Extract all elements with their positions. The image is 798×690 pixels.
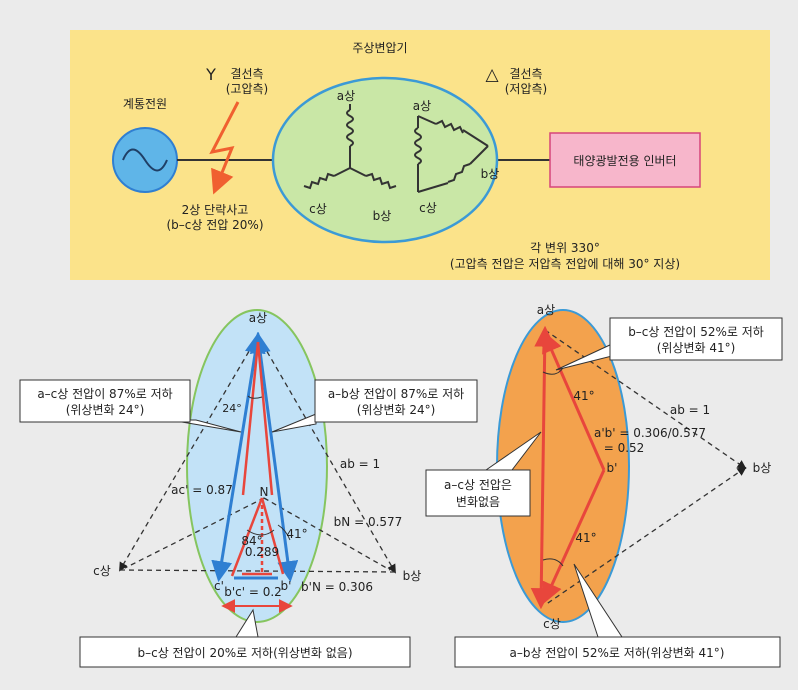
left-label-b: b상 [403,569,422,583]
callout-ab-left-line-1: a–b상 전압이 87%로 저하 [328,387,464,401]
callout-bc-right-line-2: (위상변화 41°) [657,341,736,355]
left-bpN-value: b'N = 0.306 [301,580,373,594]
callout-ab-left-line-2: (위상변화 24°) [357,403,436,417]
callout-ac-right-line-1: a–c상 전압은 [444,478,512,492]
right-ab-value: ab = 1 [670,403,710,417]
callout-ab-right-box [454,636,781,668]
callout-bc-left-box [79,636,411,668]
right-angle-arc-bottom [542,558,564,567]
callout-bc-left-text: b–c상 전압이 20%로 저하(위상변화 없음) [137,646,352,660]
delta-winding [414,115,489,193]
delta-phase-b-label: b상 [481,167,500,181]
wye-icon: Y [205,65,216,84]
callout-ac-right-line-2: 변화없음 [456,495,500,509]
wye-side-label-1: 결선측 [230,67,263,81]
fault-label-1: 2상 단락사고 [182,203,249,217]
left-ac-prime-value: ac' = 0.87 [171,483,233,497]
left-angle-41: 41° [286,527,307,541]
grid-source-label: 계통전원 [123,97,167,111]
left-angle-arc-84 [246,529,275,536]
wye-phase-c-label: c상 [309,202,327,216]
callout-ac-left-box [19,379,191,423]
left-label-b-prime: b' [281,579,292,593]
delta-icon: △ [485,65,499,85]
delta-side-label-2: (저압측) [505,82,547,96]
right-angle-41-bottom: 41° [575,531,596,545]
right-apbp-value-2: = 0.52 [604,441,645,455]
left-angle-arc-24 [247,395,263,399]
left-bpcp-value: b'c' = 0.2 [224,585,282,599]
right-angle-arc-top [542,367,564,375]
callout-ab-right-text: a–b상 전압이 52%로 저하(위상변화 41°) [510,646,725,660]
left-label-c: c상 [93,564,111,578]
wye-side-label-2: (고압측) [226,82,268,96]
callout-ac-left-line-1: a–c상 전압이 87%로 저하 [37,387,172,401]
callout-ab-left-box [314,379,478,423]
right-label-a: a상 [537,303,555,317]
transformer-ellipse [271,76,499,244]
right-angle-41-top: 41° [573,389,594,403]
callout-bc-right-box [609,317,783,361]
wye-winding [303,104,397,190]
ac-sine-icon [122,148,168,172]
left-n-to-bc-value: 0.289 [245,545,279,559]
inverter-label: 태양광발전용 인버터 [573,154,676,168]
left-angle-84: 84° [241,534,262,548]
right-red-vectors [530,325,606,610]
left-angle-24: 24° [222,402,242,415]
fault-label-2: (b–c상 전압 20%) [167,218,264,232]
right-label-b: b상 [753,461,772,475]
left-red-vectors [230,341,285,577]
phase-shift-label-1: 각 변위 330° [530,241,600,255]
callout-ac-right-box [425,469,531,517]
right-label-b-prime: b' [607,461,618,475]
right-dashed-triangle [544,329,747,606]
delta-phase-a-label: a상 [413,99,431,113]
fault-lightning-icon [209,101,240,195]
wye-phase-a-label: a상 [337,89,355,103]
delta-side-label-1: 결선측 [509,67,542,81]
left-blue-vectors [211,331,299,583]
callout-bc-right-line-1: b–c상 전압이 52%로 저하 [628,325,764,339]
right-apbp-value-1: a'b' = 0.306/0.577 [594,426,706,440]
wye-phase-b-label: b상 [373,209,392,223]
right-label-c: c상 [543,617,561,631]
left-ab-value: ab = 1 [340,457,380,471]
inverter-box [549,132,701,188]
callout-ac-left-line-2: (위상변화 24°) [66,403,145,417]
phase-shift-label-2: (고압측 전압은 저압측 전압에 대해 30° 지상) [450,257,680,271]
delta-phase-c-label: c상 [419,201,437,215]
pole-transformer-title: 주상변압기 [352,41,407,55]
left-label-a: a상 [249,311,267,325]
left-label-c-prime: c' [214,579,224,593]
left-bN-value: bN = 0.577 [334,515,403,529]
left-label-N: N [260,485,269,499]
left-angle-arc-41 [277,524,291,541]
